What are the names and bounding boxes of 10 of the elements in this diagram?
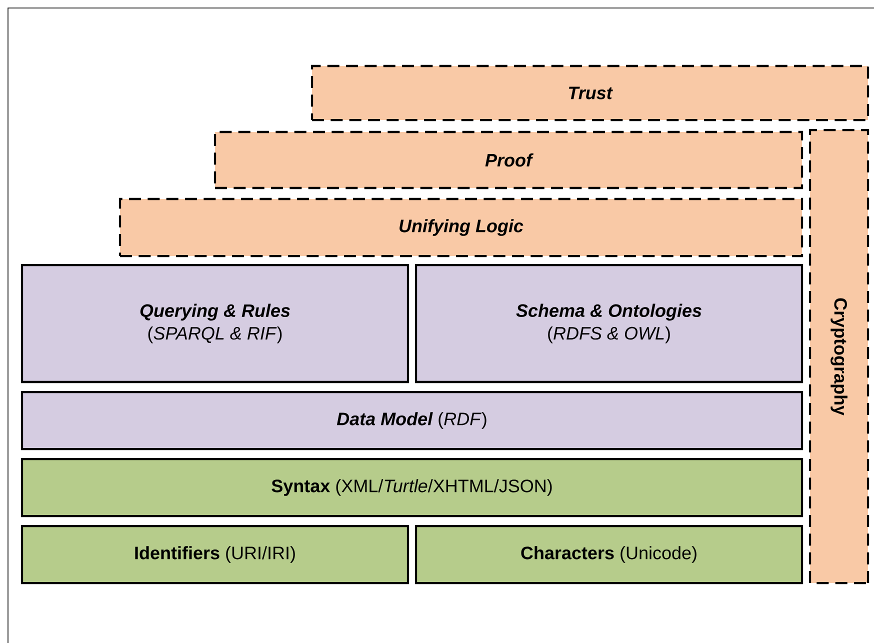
layer-box: Trust [310,64,870,122]
layer-box: Data Model (RDF) [20,390,804,450]
layer-box: Identifiers (URI/IRI) [20,524,410,584]
layer-box: Cryptography [808,128,870,584]
layer-box: Querying & Rules (SPARQL & RIF) [20,264,410,384]
layer-box: Proof [214,130,804,190]
layer-box: Schema & Ontologies (RDFS & OWL) [414,264,804,384]
layer-box: Characters (Unicode) [414,524,804,584]
layer-box: Syntax (XML/Turtle/XHTML/JSON) [20,458,804,518]
layer-box: Unifying Logic [118,198,804,258]
